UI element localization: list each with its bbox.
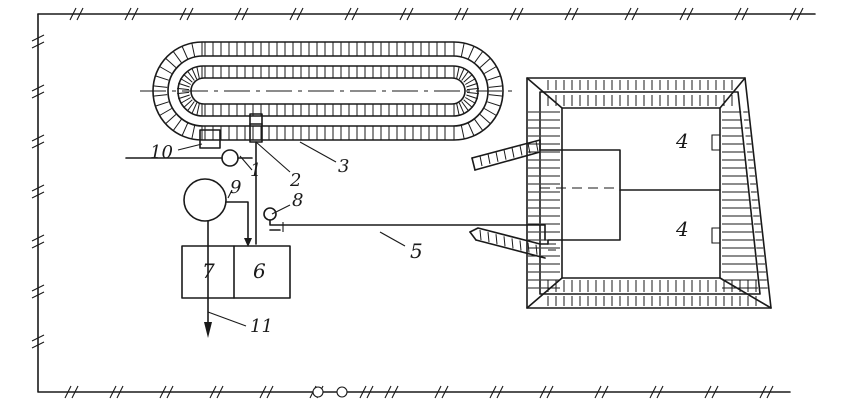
- label-5: 5: [410, 239, 423, 263]
- label-8: 8: [292, 190, 303, 211]
- label-11: 11: [250, 316, 273, 337]
- flue-channel: [469, 139, 621, 259]
- label-10: 10: [150, 142, 173, 163]
- pump-1: [221, 149, 239, 167]
- label-7: 7: [202, 259, 215, 283]
- label-4-lower: 4: [675, 217, 689, 241]
- pipe-5: [269, 219, 546, 241]
- blower-9: [183, 178, 252, 247]
- burner-10: [199, 129, 221, 149]
- building-wall: [31, 7, 816, 399]
- door-marker: [336, 386, 348, 398]
- label-1: 1: [250, 160, 261, 181]
- door-marker: [312, 386, 324, 398]
- valve-8: [263, 207, 277, 221]
- ring-kiln: [140, 41, 516, 141]
- label-4-upper: 4: [675, 129, 689, 153]
- supply-line: [125, 149, 253, 167]
- label-2: 2: [289, 170, 301, 191]
- label-9: 9: [230, 177, 241, 198]
- unit-2: [249, 113, 291, 245]
- dryer-chamber: [526, 77, 772, 309]
- units-6-7: [181, 245, 291, 299]
- output-11: [204, 220, 247, 338]
- label-6: 6: [253, 259, 266, 283]
- label-3: 3: [338, 156, 349, 177]
